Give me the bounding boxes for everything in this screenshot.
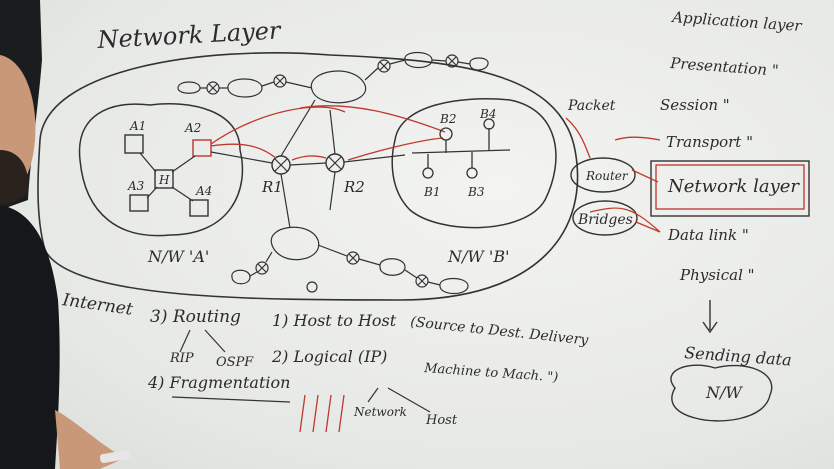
router-ellipse <box>570 157 636 193</box>
label-b3: B3 <box>467 185 485 199</box>
label-a3: A3 <box>127 179 145 193</box>
layer-arrows <box>565 117 661 233</box>
network-a-cloud <box>78 103 244 237</box>
presenter <box>0 0 131 469</box>
router-b2-arrow <box>589 207 661 233</box>
osi-session: Session " <box>660 96 730 114</box>
note-machine: Machine to Mach. ") <box>423 361 559 385</box>
slash-marks <box>299 394 345 433</box>
note-rip: RIP <box>169 351 194 366</box>
rip-ospf-arrows <box>179 329 431 413</box>
label-a4: A4 <box>195 184 212 198</box>
host-a1-box <box>124 134 144 154</box>
host-a4-box <box>189 199 209 217</box>
network-layer-box-inner <box>655 164 805 210</box>
label-bridges: Bridges <box>577 212 633 228</box>
note-routing: 3) Routing <box>150 307 241 327</box>
network-layer-box-outer <box>650 160 810 217</box>
host-b3 <box>466 167 478 179</box>
osi-physical: Physical " <box>679 266 755 284</box>
osi-network: Network layer <box>667 176 800 197</box>
osi-datalink: Data link " <box>667 226 749 244</box>
network-b-cloud <box>391 98 557 229</box>
label-r1: R1 <box>261 178 283 196</box>
label-packet: Packet <box>567 98 616 114</box>
internet-boundary <box>37 52 579 301</box>
label-b1: B1 <box>423 185 440 199</box>
fragmentation-underline <box>171 396 291 403</box>
label-a1: A1 <box>129 119 146 133</box>
bridges-ellipse <box>572 200 638 236</box>
host-a2-box <box>192 139 212 157</box>
sending-cloud-label: N/W <box>705 383 743 402</box>
top-route <box>177 51 489 104</box>
network-a-links <box>139 152 196 202</box>
bottom-route <box>231 226 469 295</box>
host-b1 <box>422 167 434 179</box>
label-h: H <box>158 173 170 187</box>
label-a2: A2 <box>184 121 201 135</box>
osi-presentation: Presentation " <box>669 54 780 80</box>
label-nw-b: N/W 'B' <box>447 247 509 266</box>
label-internet: Internet <box>60 290 134 320</box>
label-router: Router <box>585 169 629 183</box>
note-fragmentation: 4) Fragmentation <box>147 373 290 392</box>
backbone-links <box>210 99 406 229</box>
network-b-bus <box>411 128 511 168</box>
host-b4 <box>483 118 495 130</box>
note-logical: 2) Logical (IP) <box>271 347 387 366</box>
note-host-detail: (Source to Dest. Delivery <box>410 314 591 349</box>
note-ospf: OSPF <box>216 355 254 370</box>
packet-path <box>210 105 446 161</box>
label-r2: R2 <box>343 178 365 196</box>
note-network: Network <box>353 405 407 419</box>
osi-application: Application layer <box>670 8 803 35</box>
router-r1 <box>271 155 291 175</box>
note-host: Host <box>425 413 458 428</box>
host-b2 <box>439 127 453 141</box>
label-b2: B2 <box>439 112 456 126</box>
router-r2 <box>325 153 345 173</box>
sending-cloud <box>670 364 773 422</box>
label-b4: B4 <box>479 107 496 121</box>
sending-arrow <box>702 300 718 334</box>
host-a3-box <box>129 194 149 212</box>
osi-transport: Transport " <box>666 133 753 151</box>
board-title: Network Layer <box>96 16 283 54</box>
hub-box <box>154 169 174 189</box>
note-host-to-host: 1) Host to Host <box>272 311 397 330</box>
label-nw-a: N/W 'A' <box>147 247 209 266</box>
